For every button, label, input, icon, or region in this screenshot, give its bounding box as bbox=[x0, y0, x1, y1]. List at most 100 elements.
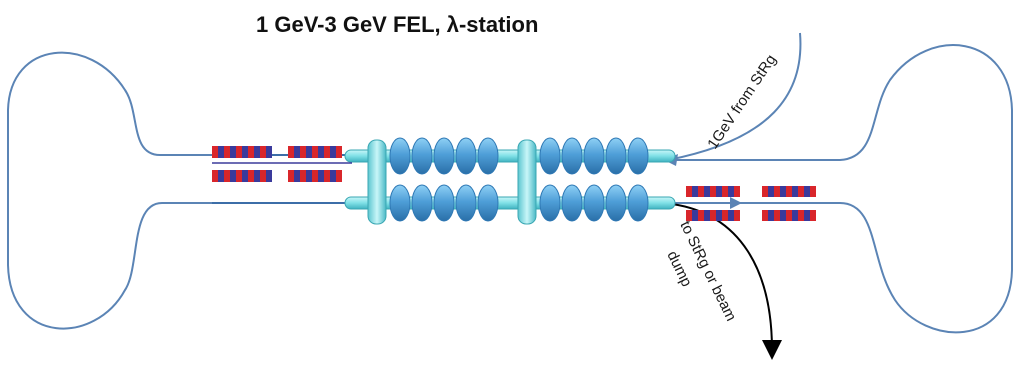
magnet-block bbox=[212, 146, 218, 158]
cryostat-coupler-2 bbox=[517, 139, 537, 225]
cavity-cell-upper-m2-5 bbox=[627, 137, 649, 175]
linac bbox=[344, 137, 676, 225]
magnet-block bbox=[300, 146, 306, 158]
magnet-block bbox=[218, 170, 224, 182]
magnet-block bbox=[804, 186, 810, 197]
magnet-block bbox=[722, 186, 728, 197]
exit-arrowhead bbox=[730, 197, 742, 209]
cavity-cell-lower-m2-1 bbox=[539, 184, 561, 222]
cavity-cell-upper-m2-1 bbox=[539, 137, 561, 175]
extraction-label-line2: dump bbox=[663, 248, 695, 289]
magnet-block bbox=[294, 170, 300, 182]
magnet-block bbox=[230, 170, 236, 182]
undulator-1 bbox=[212, 146, 272, 158]
magnet-block bbox=[266, 170, 272, 182]
undulator-5 bbox=[686, 186, 740, 197]
magnet-block bbox=[242, 146, 248, 158]
right-recirculation-loop bbox=[660, 44, 1013, 334]
cryostat-coupler-1 bbox=[367, 139, 387, 225]
magnet-block bbox=[248, 146, 254, 158]
magnet-block bbox=[236, 170, 242, 182]
magnet-block bbox=[798, 186, 804, 197]
cavity-cell-lower-m2-3 bbox=[583, 184, 605, 222]
magnet-block bbox=[692, 210, 698, 221]
magnet-block bbox=[312, 146, 318, 158]
magnet-block bbox=[686, 210, 692, 221]
magnet-block bbox=[254, 170, 260, 182]
magnet-block bbox=[792, 210, 798, 221]
magnet-block bbox=[218, 146, 224, 158]
magnet-block bbox=[728, 210, 734, 221]
magnet-block bbox=[716, 186, 722, 197]
magnet-block bbox=[734, 210, 740, 221]
undulator-4 bbox=[288, 170, 342, 182]
magnet-block bbox=[324, 170, 330, 182]
cavity-cell-lower-m1-2 bbox=[411, 184, 433, 222]
left-recirculation-loop bbox=[7, 51, 212, 330]
magnet-block bbox=[780, 186, 786, 197]
cavity-cell-lower-m1-1 bbox=[389, 184, 411, 222]
magnet-block bbox=[248, 170, 254, 182]
magnet-block bbox=[254, 146, 260, 158]
magnet-block bbox=[774, 186, 780, 197]
magnet-block bbox=[266, 146, 272, 158]
magnet-block bbox=[698, 210, 704, 221]
undulators bbox=[212, 146, 816, 221]
magnet-block bbox=[330, 146, 336, 158]
cavity-cell-upper-m1-3 bbox=[433, 137, 455, 175]
cavity-cell-lower-m2-5 bbox=[627, 184, 649, 222]
undulator-6 bbox=[686, 210, 740, 221]
magnet-block bbox=[260, 146, 266, 158]
magnet-block bbox=[336, 170, 342, 182]
magnet-block bbox=[710, 186, 716, 197]
magnet-block bbox=[236, 146, 242, 158]
cavity-cell-upper-m2-2 bbox=[561, 137, 583, 175]
magnet-block bbox=[768, 210, 774, 221]
undulator-3 bbox=[288, 146, 342, 158]
injection-beam-path bbox=[667, 32, 802, 161]
magnet-block bbox=[704, 186, 710, 197]
magnet-block bbox=[288, 170, 294, 182]
magnet-block bbox=[242, 170, 248, 182]
magnet-block bbox=[762, 210, 768, 221]
magnet-block bbox=[318, 146, 324, 158]
magnet-block bbox=[716, 210, 722, 221]
magnet-block bbox=[798, 210, 804, 221]
magnet-block bbox=[698, 186, 704, 197]
cavity-cell-lower-m1-4 bbox=[455, 184, 477, 222]
cavity-cell-upper-m2-3 bbox=[583, 137, 605, 175]
cavity-cell-lower-m2-2 bbox=[561, 184, 583, 222]
magnet-block bbox=[792, 186, 798, 197]
magnet-block bbox=[692, 186, 698, 197]
magnet-block bbox=[780, 210, 786, 221]
cavity-cell-upper-m2-4 bbox=[605, 137, 627, 175]
magnet-block bbox=[224, 170, 230, 182]
magnet-block bbox=[810, 186, 816, 197]
cavity-cell-upper-m1-1 bbox=[389, 137, 411, 175]
magnet-block bbox=[330, 170, 336, 182]
injection-label: 1GeV from StRg bbox=[704, 51, 780, 152]
magnet-block bbox=[786, 186, 792, 197]
magnet-block bbox=[810, 210, 816, 221]
magnet-block bbox=[300, 170, 306, 182]
magnet-block bbox=[774, 210, 780, 221]
magnet-block bbox=[318, 170, 324, 182]
magnet-block bbox=[324, 146, 330, 158]
magnet-block bbox=[768, 186, 774, 197]
cavity-cell-lower-m2-4 bbox=[605, 184, 627, 222]
magnet-block bbox=[722, 210, 728, 221]
undulator-2 bbox=[212, 170, 272, 182]
magnet-block bbox=[224, 146, 230, 158]
cavity-cell-upper-m1-2 bbox=[411, 137, 433, 175]
undulator-7 bbox=[762, 186, 816, 197]
magnet-block bbox=[336, 146, 342, 158]
extraction-arrow bbox=[671, 203, 782, 360]
magnet-block bbox=[734, 186, 740, 197]
magnet-block bbox=[686, 186, 692, 197]
magnet-block bbox=[294, 146, 300, 158]
magnet-block bbox=[260, 170, 266, 182]
magnet-block bbox=[804, 210, 810, 221]
magnet-block bbox=[212, 170, 218, 182]
magnet-block bbox=[786, 210, 792, 221]
